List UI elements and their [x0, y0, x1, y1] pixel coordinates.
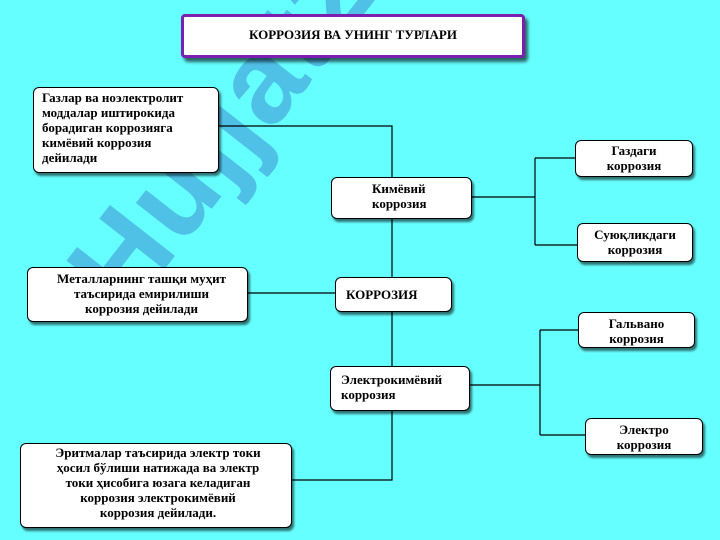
chemical-definition-box: Газлар ва ноэлектролит моддалар иштироки…: [33, 87, 219, 173]
electrochemical-definition-box: Эритмалар таъсирида электр токи ҳосил бў…: [20, 443, 292, 528]
electrochemical-corrosion-node: Электрокимёвий коррозия: [330, 366, 470, 411]
electro-corrosion-node: Электро коррозия: [585, 418, 703, 455]
gas-corrosion-node: Газдаги коррозия: [575, 140, 693, 177]
corrosion-center-node: КОРРОЗИЯ: [335, 277, 452, 312]
page-title: КОРРОЗИЯ ВА УНИНГ ТУРЛАРИ: [181, 14, 525, 58]
liquid-corrosion-node: Суюқликдаги коррозия: [577, 223, 693, 262]
galvano-corrosion-node: Гальвано коррозия: [578, 312, 695, 348]
corrosion-definition-box: Металларнинг ташқи муҳит таъсирида емири…: [27, 267, 248, 322]
chemical-corrosion-node: Кимёвий коррозия: [331, 177, 472, 219]
